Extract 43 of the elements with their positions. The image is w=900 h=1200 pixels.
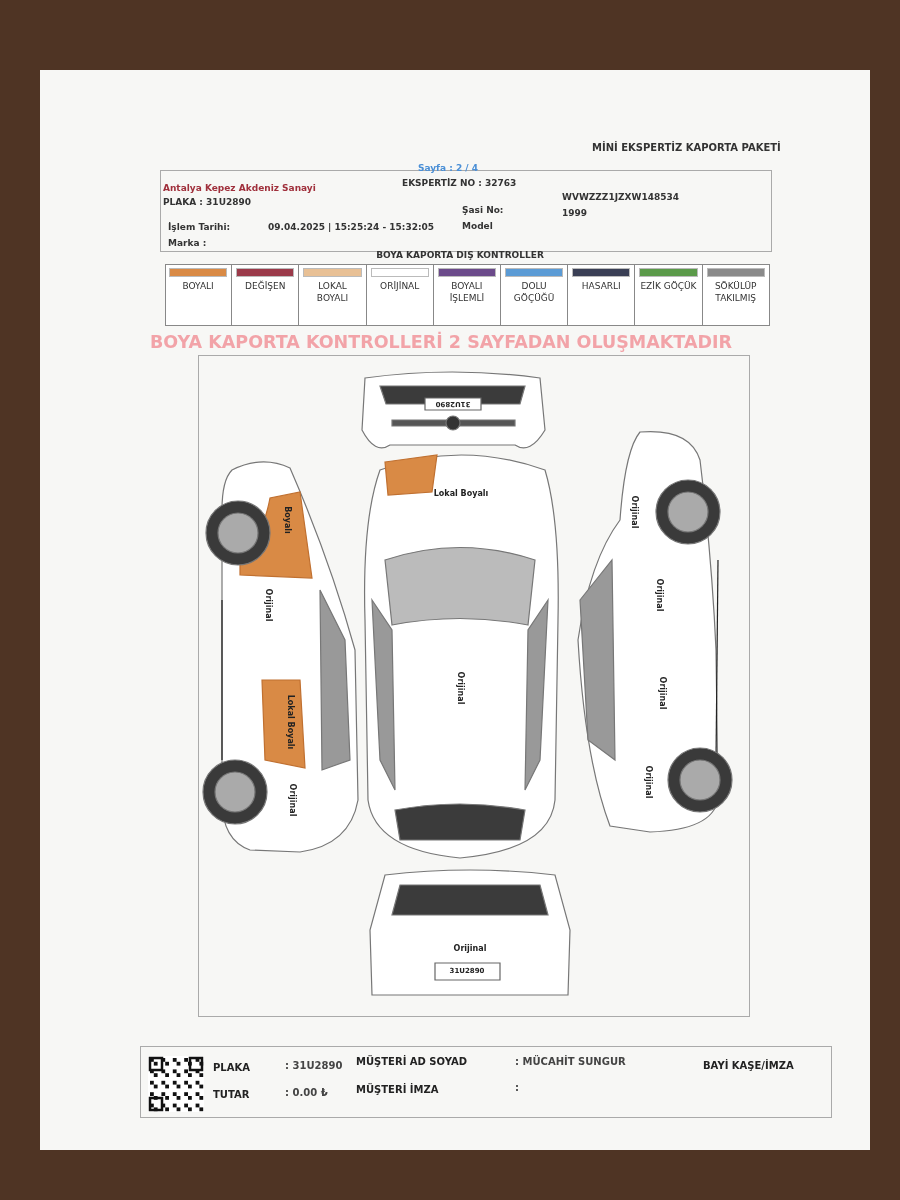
page-number: Sayfa : 2 / 4 [417, 163, 479, 173]
legend-label: BOYALI İŞLEMLİ [448, 280, 486, 304]
footer-value: : [515, 1082, 519, 1093]
car-part-label: Orijinal [453, 943, 487, 953]
car-part-label: Orijinal [629, 495, 639, 529]
header-text: İşlem Tarihi: [168, 222, 231, 232]
header-text: Marka : [168, 238, 207, 248]
car-part-label: Orijinal [643, 765, 653, 799]
footer-label: BAYİ KAŞE/İMZA [703, 1060, 794, 1071]
header-text: 09.04.2025 | 15:25:24 - 15:32:05 [268, 222, 435, 232]
car-part-label: Orijinal [263, 588, 273, 622]
legend-label: EZİK GÖÇÜK [639, 280, 698, 292]
footer-label: MÜŞTERİ İMZA [356, 1084, 439, 1095]
header-text: Şasi No: [462, 205, 504, 215]
legend-label: DEĞİŞEN [244, 280, 287, 292]
header-text: EKSPERTİZ NO : 32763 [402, 178, 517, 188]
legend-label: SÖKÜLÜP TAKILMIŞ [713, 280, 758, 304]
branch-name: Antalya Kepez Akdeniz Sanayi [163, 183, 316, 193]
notice-heading: BOYA KAPORTA KONTROLLERİ 2 SAYFADAN OLUŞMAKTADIR [150, 332, 732, 352]
car-part-label: Orijinal [654, 578, 664, 612]
car-part-label: Orijinal [287, 783, 297, 817]
header-text: 1999 [562, 208, 588, 218]
footer-label: MÜŞTERİ AD SOYAD [356, 1056, 468, 1067]
car-part-label: Boyalı [282, 506, 292, 534]
footer-value: : MÜCAHİT SUNGUR [515, 1056, 626, 1067]
report-title: MİNİ EKSPERTİZ KAPORTA PAKETİ [592, 142, 781, 153]
header-text: PLAKA : 31U2890 [163, 197, 251, 207]
footer-label: TUTAR [213, 1089, 250, 1100]
car-part-label: Lokal Boyalı [285, 694, 295, 750]
footer-value: : 0.00 ₺ [285, 1087, 328, 1098]
legend-label: BOYALI [181, 280, 215, 292]
footer-value: : 31U2890 [285, 1060, 343, 1071]
legend-label: DOLU GÖÇÜĞÜ [512, 280, 556, 304]
header-text: Model [462, 221, 493, 231]
legend-label: HASARLI [580, 280, 622, 292]
car-part-label: Orijinal [657, 676, 667, 710]
footer-label: PLAKA [213, 1062, 250, 1073]
header-text: WVWZZZ1JZXW148534 [562, 192, 679, 202]
car-part-label: Lokal Boyalı [433, 488, 489, 498]
legend-label: ORİJİNAL [379, 280, 421, 292]
car-part-label: Orijinal [455, 671, 465, 705]
legend-label: LOKAL BOYALI [315, 280, 350, 304]
header-text: BOYA KAPORTA DIŞ KONTROLLER [376, 250, 544, 260]
